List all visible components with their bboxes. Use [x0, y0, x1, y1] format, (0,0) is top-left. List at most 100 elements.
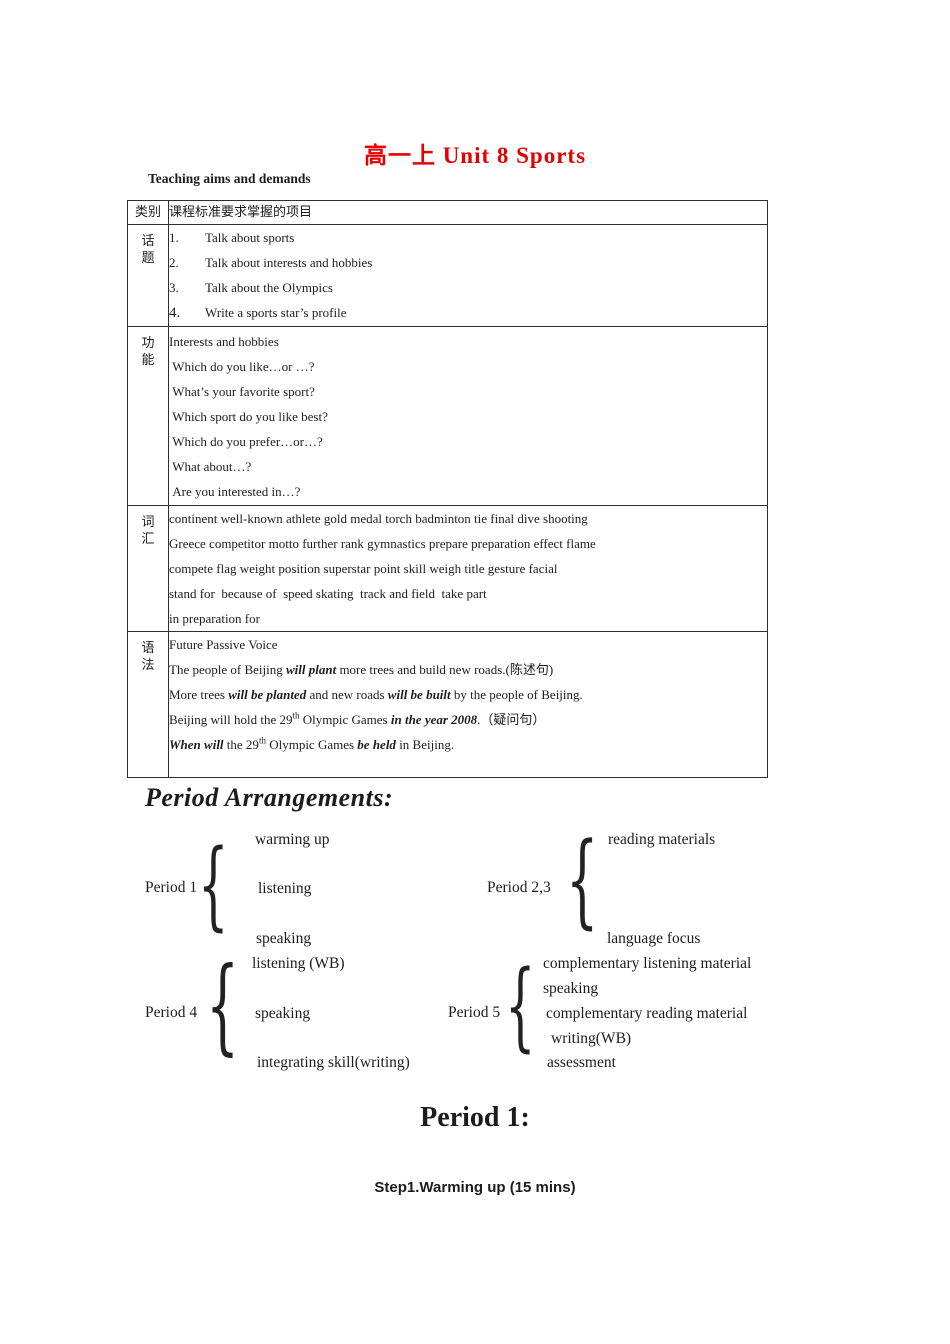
text-segment: Are you interested in…?: [169, 484, 301, 499]
header-items-cell: 课程标准要求掌握的项目: [168, 200, 768, 225]
row-label-text: 语法: [141, 640, 155, 672]
period-1-section-heading: Period 1:: [420, 1102, 530, 1133]
styled-text-segment: th: [292, 710, 300, 721]
document-title: 高一上 Unit 8 Sports: [363, 143, 587, 169]
text-segment: What about…?: [169, 459, 252, 474]
teaching-aims-heading: Teaching aims and demands: [148, 171, 311, 186]
period-2-3-item: language focus: [607, 930, 701, 947]
text-segment: Beijing will hold the 29: [169, 712, 293, 727]
styled-text-segment: will plant: [285, 662, 337, 677]
row-content-topics: 1. Talk about sports 2. Talk about interest…: [168, 224, 768, 327]
curly-brace-icon: {: [566, 821, 599, 940]
text-line: Interests and hobbies: [169, 329, 767, 354]
text-segment: Talk about the Olympics: [205, 280, 333, 295]
text-line: When will the 29th Olympic Games be held…: [169, 732, 767, 757]
text-line: More trees will be planted and new roads…: [169, 682, 767, 707]
styled-text-segment: 3.: [169, 280, 179, 295]
text-line: Future Passive Voice: [169, 632, 767, 657]
period-2-3-item: reading materials: [608, 831, 716, 848]
curly-brace-icon: {: [206, 944, 240, 1066]
text-segment: Future Passive Voice: [169, 637, 278, 652]
text-line: What’s your favorite sport?: [169, 379, 767, 404]
text-segment: stand for because of speed skating track…: [169, 586, 487, 601]
text-segment: More trees: [169, 687, 229, 702]
text-segment: in preparation for: [169, 611, 260, 626]
styled-text-segment: When will: [169, 737, 224, 752]
period-5-item: complementary reading material: [546, 1005, 748, 1022]
period-4-item: integrating skill(writing): [257, 1054, 410, 1071]
row-label-topics: 话题: [127, 224, 169, 327]
text-line: Are you interested in…?: [169, 479, 767, 504]
text-segment: Talk about sports: [205, 230, 295, 245]
text-line: The people of Beijing will plant more tr…: [169, 657, 767, 682]
period-5-item: writing(WB): [551, 1030, 632, 1047]
row-content-functions: Interests and hobbies Which do you like……: [168, 326, 768, 506]
styled-text-segment: 2.: [169, 255, 179, 270]
period-2-3-label: Period 2,3: [487, 879, 551, 896]
table-header-row: 类别 课程标准要求掌握的项目: [127, 200, 768, 225]
text-segment: Greece competitor motto further rank gym…: [169, 536, 596, 551]
table-row-vocabulary: 词汇 continent well-known athlete gold med…: [127, 505, 768, 632]
text-line: 4. Write a sports star’s profile: [169, 300, 767, 326]
row-label-text: 功能: [141, 335, 155, 367]
row-content-vocabulary: continent well-known athlete gold medal …: [168, 505, 768, 632]
text-line: Which do you like…or …?: [169, 354, 767, 379]
period-arrangements-heading: Period Arrangements:: [145, 783, 394, 812]
table-row-topics: 话题 1. Talk about sports 2. Talk about inter…: [127, 224, 768, 327]
table-row-functions: 功能 Interests and hobbies Which do you li…: [127, 326, 768, 506]
text-line: in preparation for: [169, 606, 767, 631]
text-segment: .（疑问句）: [477, 712, 546, 727]
text-segment: continent well-known athlete gold medal …: [169, 511, 588, 526]
period-5-item: speaking: [543, 980, 599, 997]
period-5-label: Period 5: [448, 1004, 501, 1021]
text-line: continent well-known athlete gold medal …: [169, 506, 767, 531]
period-1-item: speaking: [256, 930, 312, 947]
step1-warming-up-heading: Step1.Warming up (15 mins): [374, 1179, 576, 1196]
period-5-item: assessment: [547, 1054, 616, 1071]
text-segment: the 29: [223, 737, 259, 752]
text-segment: compete flag weight position superstar p…: [169, 561, 558, 576]
text-line: Greece competitor motto further rank gym…: [169, 531, 767, 556]
period-1-label: Period 1: [145, 879, 198, 896]
text-line: compete flag weight position superstar p…: [169, 556, 767, 581]
period-4-label: Period 4: [145, 1004, 198, 1021]
text-segment: What’s your favorite sport?: [169, 384, 315, 399]
period-4-item: listening (WB): [252, 955, 345, 972]
period-1-item: warming up: [255, 831, 330, 848]
text-line: stand for because of speed skating track…: [169, 581, 767, 606]
text-line: 3. Talk about the Olympics: [169, 275, 767, 300]
text-segment: Which sport do you like best?: [169, 409, 328, 424]
aims-table: 类别 课程标准要求掌握的项目 话题 1. Talk about sports 2. T…: [127, 200, 768, 778]
text-line: 2. Talk about interests and hobbies: [169, 250, 767, 275]
text-segment: Interests and hobbies: [169, 334, 279, 349]
text-line: What about…?: [169, 454, 767, 479]
styled-text-segment: in the year 2008: [390, 712, 478, 727]
text-line: Which sport do you like best?: [169, 404, 767, 429]
text-segment: Olympic Games: [299, 712, 391, 727]
text-segment: and new roads: [306, 687, 388, 702]
text-segment: by the people of Beijing.: [450, 687, 583, 702]
text-segment: Olympic Games: [265, 737, 358, 752]
header-category-cell: 类别: [127, 200, 169, 225]
text-segment: Write a sports star’s profile: [205, 305, 347, 320]
styled-text-segment: 4.: [169, 305, 181, 321]
period-1-item: listening: [258, 880, 312, 897]
text-segment: The people of Beijing: [169, 662, 286, 677]
text-segment: Talk about interests and hobbies: [205, 255, 373, 270]
curly-brace-icon: {: [198, 829, 229, 941]
styled-text-segment: th: [258, 735, 266, 746]
text-line: 1. Talk about sports: [169, 225, 767, 250]
text-segment: Which do you like…or …?: [169, 359, 315, 374]
row-label-grammar: 语法: [127, 631, 169, 778]
row-label-text: 话题: [141, 233, 155, 265]
curly-brace-icon: {: [505, 950, 536, 1062]
text-segment: more trees and build new roads.(陈述句): [336, 662, 554, 677]
text-line: Which do you prefer…or…?: [169, 429, 767, 454]
styled-text-segment: 1.: [169, 230, 179, 245]
styled-text-segment: will be built: [387, 687, 451, 702]
row-label-vocabulary: 词汇: [127, 505, 169, 632]
row-label-functions: 功能: [127, 326, 169, 506]
